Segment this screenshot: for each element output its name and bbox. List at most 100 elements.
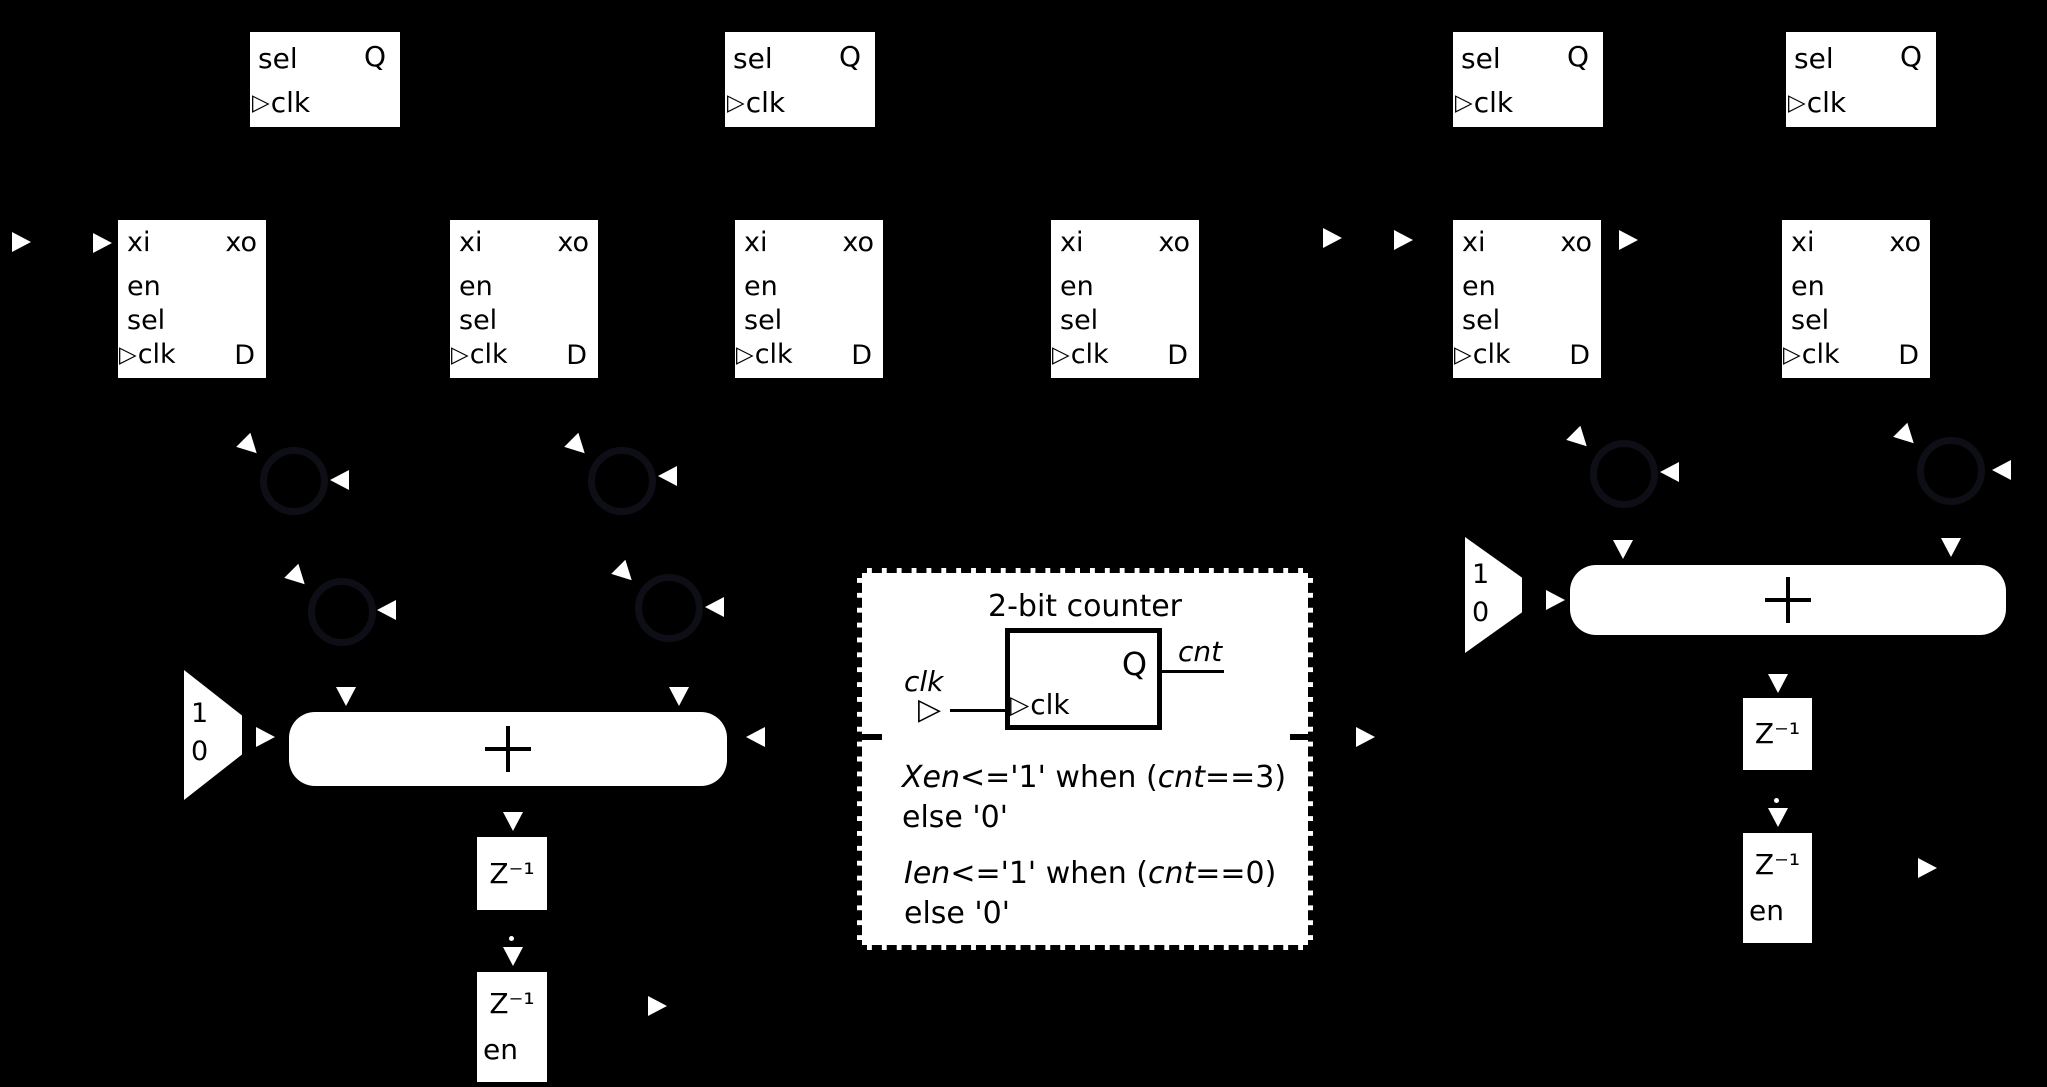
clk-port: ▷ clk bbox=[727, 86, 785, 119]
arrowhead-right-icon bbox=[1918, 858, 1937, 878]
clk-port: ▷ clk bbox=[1455, 86, 1513, 119]
en-port-label: en bbox=[483, 1033, 518, 1066]
en-port-label: en bbox=[1060, 271, 1094, 302]
clk-port-label: clk bbox=[1801, 339, 1840, 370]
clock-wedge-icon: ▷ bbox=[727, 89, 745, 116]
wire bbox=[1162, 670, 1224, 673]
adder bbox=[1570, 565, 2006, 635]
arrowhead-left-icon bbox=[1660, 462, 1679, 482]
mux-1-0: 1 0 bbox=[1465, 537, 1522, 653]
clock-wedge-icon: ▷ bbox=[736, 341, 754, 368]
arrowhead-down-icon bbox=[336, 687, 356, 706]
arrowhead-left-icon bbox=[1992, 460, 2011, 480]
multiplier-circle bbox=[308, 578, 376, 646]
delay-label: Z⁻¹ bbox=[489, 856, 535, 890]
xo-port-label: xo bbox=[225, 227, 257, 258]
sel-port-label: sel bbox=[1060, 305, 1099, 336]
xo-port-label: xo bbox=[557, 227, 589, 258]
clock-wedge-icon: ▷ bbox=[451, 341, 469, 368]
mux-input-1-label: 1 bbox=[1472, 559, 1490, 590]
q-port-label: Q bbox=[838, 40, 861, 73]
sel-port-label: sel bbox=[1462, 305, 1501, 336]
delay-en-box: Z⁻¹ en bbox=[477, 972, 547, 1082]
d-port-label: D bbox=[566, 340, 587, 371]
clk-port-label: clk bbox=[469, 339, 508, 370]
arrowhead-down-icon bbox=[1613, 540, 1633, 559]
sel-port-label: sel bbox=[127, 305, 166, 336]
clk-port-label: clk bbox=[137, 339, 176, 370]
sel-port-label: sel bbox=[459, 305, 498, 336]
xo-port-label: xo bbox=[1158, 227, 1190, 258]
en-port-label: en bbox=[1462, 271, 1496, 302]
clk-port: ▷ clk bbox=[1788, 86, 1846, 119]
clock-wedge-icon: ▷ bbox=[1788, 89, 1806, 116]
mux-input-0-label: 0 bbox=[1472, 597, 1490, 628]
xi-stage-box-5: xi xo en sel ▷ clk D bbox=[1453, 220, 1601, 378]
xen-statement: Xen<='1' when (cnt==3) bbox=[902, 761, 1286, 795]
xi-port-label: xi bbox=[1791, 227, 1815, 258]
clock-wedge-icon: ▷ bbox=[252, 89, 270, 116]
ien-else: else '0' bbox=[904, 896, 1010, 931]
arrowhead-right-icon bbox=[1394, 230, 1413, 250]
sel-register-box-4: sel Q ▷ clk bbox=[1786, 32, 1936, 127]
arrowhead-down-icon bbox=[503, 947, 523, 966]
q-port-label: Q bbox=[1899, 40, 1922, 73]
arrowhead-left-icon bbox=[377, 600, 396, 620]
delay-label: Z⁻¹ bbox=[489, 987, 535, 1020]
wire-stub bbox=[800, 734, 882, 740]
sel-port-label: sel bbox=[733, 42, 773, 75]
multiplier-circle bbox=[588, 447, 656, 515]
arrowhead-right-icon bbox=[1323, 228, 1342, 248]
clk-port: ▷ clk bbox=[736, 339, 793, 370]
xi-stage-box-4: xi xo en sel ▷ clk D bbox=[1051, 220, 1199, 378]
d-port-label: D bbox=[851, 340, 872, 371]
adder bbox=[289, 712, 727, 786]
mux-input-0-label: 0 bbox=[191, 736, 209, 767]
counter-title: 2-bit counter bbox=[987, 589, 1183, 624]
arrowhead-right-icon bbox=[12, 232, 31, 252]
arrowhead-left-icon bbox=[658, 466, 677, 486]
sel-register-box-3: sel Q ▷ clk bbox=[1453, 32, 1603, 127]
sel-port-label: sel bbox=[744, 305, 783, 336]
arrowhead-right-icon bbox=[93, 233, 112, 253]
delay-box: Z⁻¹ bbox=[1743, 698, 1812, 770]
arrowhead-right-icon bbox=[1356, 727, 1375, 747]
clk-port-label: clk bbox=[754, 339, 793, 370]
delay-label: Z⁻¹ bbox=[1754, 717, 1801, 750]
xo-port-label: xo bbox=[842, 227, 874, 258]
q-port-label: Q bbox=[363, 40, 386, 73]
sel-register-box-1: sel Q ▷ clk bbox=[250, 32, 400, 127]
wire bbox=[950, 709, 1008, 712]
mux-1-0: 1 0 bbox=[184, 670, 242, 800]
mux-input-1-label: 1 bbox=[191, 698, 209, 729]
ien-mid: <='1' when ( bbox=[950, 856, 1148, 891]
arrowhead-down-right-icon bbox=[236, 432, 264, 461]
ien-statement: Ien<='1' when (cnt==0) bbox=[904, 857, 1276, 891]
arrowhead-down-icon bbox=[1768, 674, 1788, 693]
xi-port-label: xi bbox=[459, 227, 483, 258]
en-port-label: en bbox=[744, 271, 778, 302]
xi-port-label: xi bbox=[1462, 227, 1486, 258]
arrowhead-down-right-icon bbox=[1566, 425, 1594, 454]
cnt-signal-label: cnt bbox=[1178, 635, 1223, 668]
arrowhead-right-icon bbox=[256, 727, 275, 747]
arrowhead-left-icon bbox=[330, 470, 349, 490]
multiplier-circle bbox=[260, 447, 328, 515]
wire-stub bbox=[1290, 734, 1356, 740]
xo-port-label: xo bbox=[1560, 227, 1592, 258]
clk-port-label: clk bbox=[1472, 339, 1511, 370]
xen-cnt: cnt bbox=[1157, 760, 1205, 795]
multiplier-circle bbox=[1590, 440, 1658, 508]
clk-signal-label: clk bbox=[904, 665, 944, 698]
xen-else: else '0' bbox=[902, 800, 1008, 835]
sel-register-box-2: sel Q ▷ clk bbox=[725, 32, 875, 127]
sel-port-label: sel bbox=[1791, 305, 1830, 336]
arrowhead-right-icon bbox=[1546, 590, 1565, 610]
arrowhead-down-icon bbox=[1768, 808, 1788, 827]
multiplier-circle bbox=[1917, 437, 1985, 505]
xen-tail: ==3) bbox=[1204, 760, 1287, 795]
clock-wedge-icon: ▷ bbox=[119, 341, 137, 368]
sel-port-label: sel bbox=[1461, 42, 1501, 75]
multiplier-circle bbox=[635, 574, 703, 642]
